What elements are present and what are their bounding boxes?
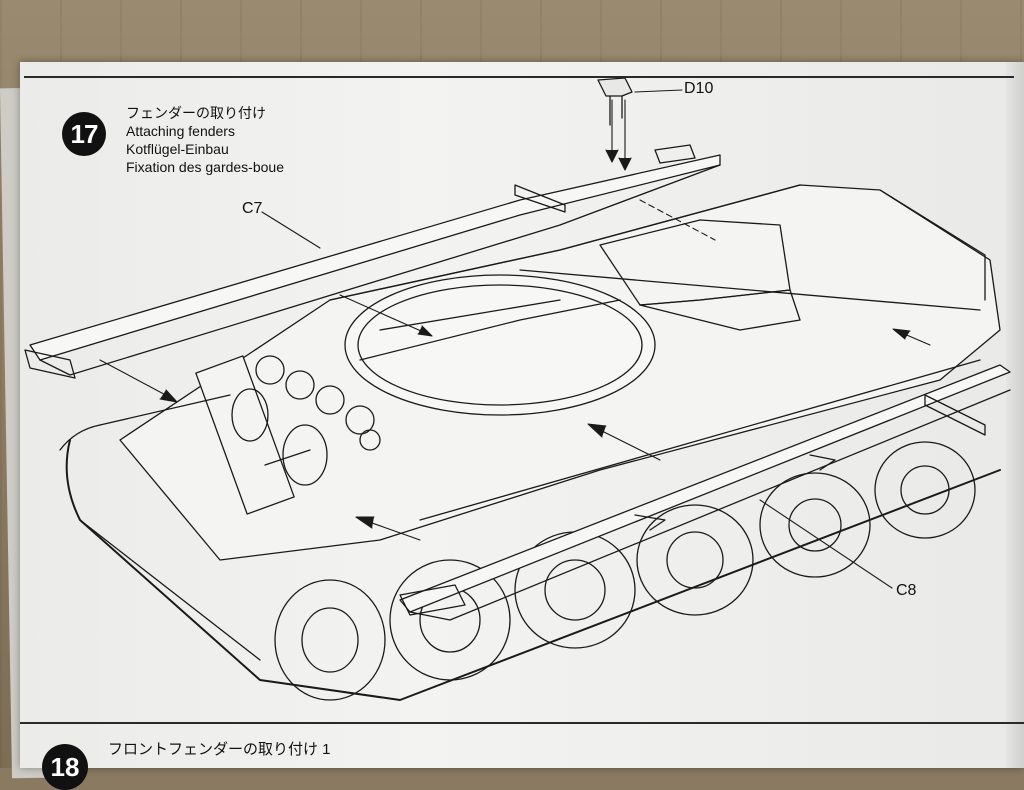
title-french: Fixation des gardes-boue <box>126 159 284 175</box>
step-titles: フェンダーの取り付け Attaching fenders Kotflügel-E… <box>126 104 284 176</box>
next-step-section: 18 フロントフェンダーの取り付け 1 <box>20 722 1024 790</box>
step-number-badge: 17 <box>62 112 106 156</box>
label-c8: C8 <box>896 582 917 599</box>
engine-deck-details <box>195 355 381 515</box>
title-japanese: フェンダーの取り付け <box>126 105 266 121</box>
step-frame-top-border <box>24 76 1014 78</box>
turret-ring <box>344 274 656 416</box>
title-german: Kotflügel-Einbau <box>126 141 229 157</box>
fender-c7 <box>24 144 721 379</box>
running-gear <box>59 394 1001 701</box>
assembly-arrows <box>99 99 931 541</box>
label-d10: D10 <box>684 80 714 97</box>
title-english: Attaching fenders <box>126 123 235 139</box>
part-d10 <box>597 77 633 126</box>
leader-lines <box>261 89 893 589</box>
next-step-badge: 18 <box>42 744 88 790</box>
fender-c8 <box>399 364 1011 621</box>
page-curl-edge <box>1006 62 1024 768</box>
tank-assembly-drawing <box>24 77 1011 701</box>
label-c7: C7 <box>242 200 263 217</box>
next-step-title: フロントフェンダーの取り付け 1 <box>108 741 331 758</box>
